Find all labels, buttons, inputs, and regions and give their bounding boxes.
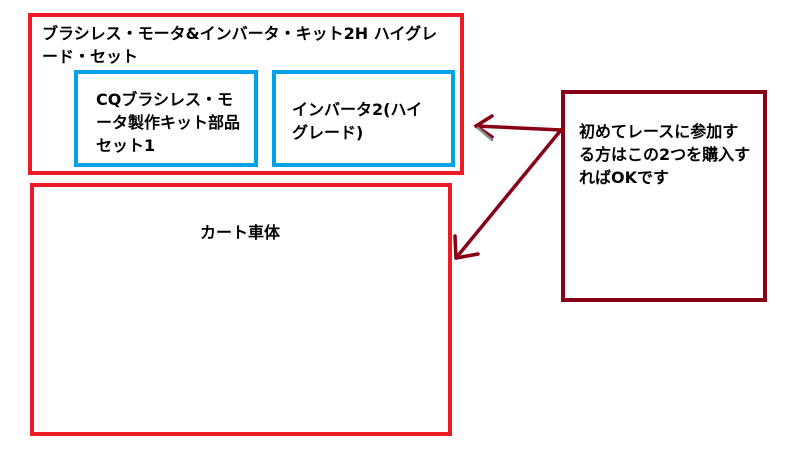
arrow-to-kart-body — [453, 128, 563, 260]
part-label-inverter: インバータ2(ハイグレード) — [292, 100, 423, 142]
note-box: 初めてレースに参加する方はこの2つを購入すればOKです — [561, 90, 767, 302]
part-box-inverter: インバータ2(ハイグレード) — [272, 70, 455, 167]
set-box: ブラシレス・モータ&インバータ・キット2H ハイグレード・セット — [28, 13, 464, 175]
kart-body-box: カート車体 — [30, 183, 452, 436]
kart-body-label: カート車体 — [200, 223, 281, 242]
part-box-motor-kit: CQブラシレス・モータ製作キット部品セット1 — [74, 70, 258, 167]
set-title: ブラシレス・モータ&インバータ・キット2H ハイグレード・セット — [42, 24, 438, 66]
part-label-motor-kit: CQブラシレス・モータ製作キット部品セット1 — [96, 90, 241, 155]
arrow-to-set-box — [474, 114, 563, 142]
note-label: 初めてレースに参加する方はこの2つを購入すればOKです — [579, 122, 751, 187]
